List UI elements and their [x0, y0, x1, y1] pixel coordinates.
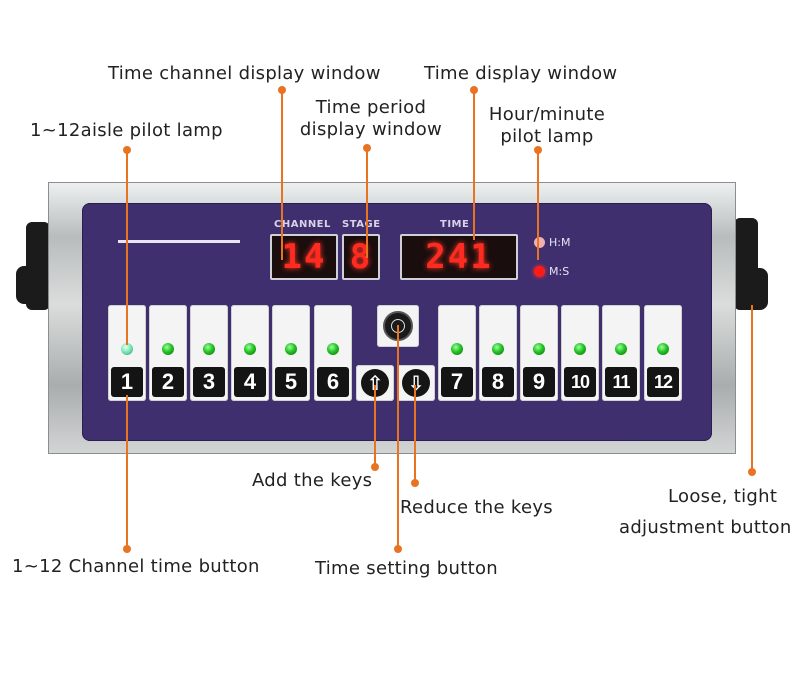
- label-loose-tight-line1: Loose, tight: [668, 486, 778, 507]
- channel-led-12: [657, 343, 669, 355]
- channel-led-1: [121, 343, 133, 355]
- label-time-display-window: Time display window: [424, 63, 618, 84]
- channel-button-3[interactable]: 3: [190, 305, 228, 401]
- callout-line-adjustment-button: [751, 305, 753, 470]
- time-header: TIME: [440, 219, 470, 230]
- channel-number-9: 9: [523, 367, 555, 397]
- label-hour-minute-line2: pilot lamp: [500, 126, 594, 147]
- callout-line-aisle-lamp: [126, 150, 128, 345]
- channel-led-7: [451, 343, 463, 355]
- label-hour-minute-line1: Hour/minute: [488, 104, 606, 125]
- label-time-channel-display-window: Time channel display window: [108, 63, 381, 84]
- callout-line-time-display: [473, 90, 475, 240]
- channel-button-8[interactable]: 8: [479, 305, 517, 401]
- channel-number-5: 5: [275, 367, 307, 397]
- channel-led-11: [615, 343, 627, 355]
- callout-line-reduce-keys: [414, 385, 416, 481]
- callout-dot-add-keys: [371, 463, 379, 471]
- callout-dot-reduce-keys: [411, 479, 419, 487]
- channel-number-12: 12: [647, 367, 679, 397]
- channel-number-1: 1: [111, 367, 143, 397]
- channel-button-9[interactable]: 9: [520, 305, 558, 401]
- time-display: 241: [400, 234, 518, 280]
- channel-button-1[interactable]: 1: [108, 305, 146, 401]
- channel-number-6: 6: [317, 367, 349, 397]
- label-time-period-line2: display window: [299, 119, 443, 140]
- callout-dot-channel-button: [123, 545, 131, 553]
- label-time-period-line1: Time period: [315, 97, 427, 118]
- minute-second-pilot-lamp: [534, 266, 545, 277]
- channel-number-4: 4: [234, 367, 266, 397]
- channel-led-5: [285, 343, 297, 355]
- arrow-down-icon: ⇩: [402, 369, 430, 397]
- callout-line-channel-button: [126, 395, 128, 547]
- channel-led-3: [203, 343, 215, 355]
- channel-button-12[interactable]: 12: [644, 305, 682, 401]
- label-aisle-pilot-lamp: 1~12aisle pilot lamp: [30, 120, 223, 141]
- left-adjustment-knob[interactable]: [16, 266, 38, 304]
- channel-led-2: [162, 343, 174, 355]
- channel-button-5[interactable]: 5: [272, 305, 310, 401]
- channel-number-2: 2: [152, 367, 184, 397]
- label-time-setting-button: Time setting button: [315, 558, 498, 579]
- ms-label: M:S: [549, 265, 570, 278]
- label-reduce-keys: Reduce the keys: [400, 497, 553, 518]
- channel-led-10: [574, 343, 586, 355]
- channel-button-6[interactable]: 6: [314, 305, 352, 401]
- channel-number-7: 7: [441, 367, 473, 397]
- callout-line-add-keys: [374, 385, 376, 465]
- channel-number-11: 11: [605, 367, 637, 397]
- channel-number-8: 8: [482, 367, 514, 397]
- channel-button-4[interactable]: 4: [231, 305, 269, 401]
- callout-line-stage-display: [366, 148, 368, 258]
- callout-line-time-setting: [397, 325, 399, 547]
- channel-button-10[interactable]: 10: [561, 305, 599, 401]
- callout-dot-time-setting: [394, 545, 402, 553]
- stage-display: 8: [342, 234, 380, 280]
- loose-tight-adjustment-knob[interactable]: [744, 268, 768, 310]
- label-add-keys: Add the keys: [252, 470, 373, 491]
- channel-led-8: [492, 343, 504, 355]
- stage-header: STAGE: [342, 219, 381, 230]
- channel-led-4: [244, 343, 256, 355]
- channel-number-10: 10: [564, 367, 596, 397]
- callout-line-channel-display: [281, 90, 283, 260]
- channel-button-7[interactable]: 7: [438, 305, 476, 401]
- reduce-key[interactable]: ⇩: [397, 365, 435, 401]
- arrow-up-icon: ⇧: [361, 369, 389, 397]
- label-channel-time-button: 1~12 Channel time button: [12, 556, 260, 577]
- channel-led-6: [327, 343, 339, 355]
- hour-minute-pilot-lamp: [534, 237, 545, 248]
- label-loose-tight-line2: adjustment button: [619, 517, 792, 538]
- channel-header: CHANNEL: [274, 219, 331, 230]
- channel-led-9: [533, 343, 545, 355]
- channel-button-11[interactable]: 11: [602, 305, 640, 401]
- hm-label: H:M: [549, 236, 571, 249]
- channel-number-3: 3: [193, 367, 225, 397]
- channel-button-2[interactable]: 2: [149, 305, 187, 401]
- callout-line-hour-minute-lamp: [537, 150, 539, 260]
- callout-dot-adjustment-button: [748, 468, 756, 476]
- panel-label-strip: [118, 240, 240, 243]
